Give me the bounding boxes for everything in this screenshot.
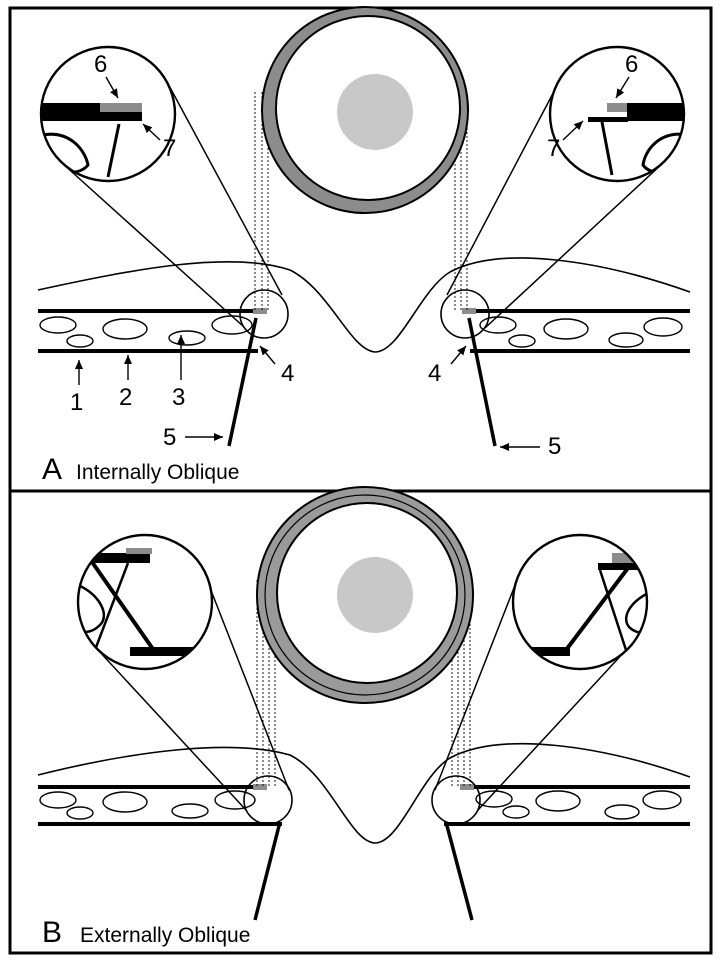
label-layer-1: 1	[70, 389, 83, 416]
panel-a: 1 2 3 4 4 5 5 6 7 6 7 A Internally Obliq…	[37, 6, 691, 486]
label-edge-right: 4	[428, 360, 441, 387]
edge-circle-right	[440, 289, 490, 339]
incision-right-b	[444, 821, 474, 921]
label-inset-right-6: 6	[625, 51, 638, 78]
label-edge-left: 4	[281, 360, 294, 387]
edge-circle-left-b	[243, 775, 293, 825]
donor-ring-top-view-b	[256, 486, 474, 704]
inset-right-b	[511, 533, 649, 671]
panel-b: B Externally Oblique	[37, 486, 691, 949]
label-inset-left-7: 7	[163, 135, 176, 162]
label-incision-left: 5	[163, 424, 176, 451]
cornea-layers-right	[462, 308, 690, 353]
label-inset-right-7: 7	[547, 135, 560, 162]
cornea-outline-b	[37, 742, 691, 844]
inset-left-b	[76, 533, 214, 671]
cornea-outline	[37, 257, 691, 353]
label-inset-left-6: 6	[94, 51, 107, 78]
panel-a-caption: Internally Oblique	[76, 461, 239, 484]
inset-right	[548, 45, 686, 183]
donor-ring-top-view	[261, 6, 469, 214]
cornea-layers-left	[38, 308, 267, 353]
incision-left-b	[253, 821, 282, 921]
panel-b-letter: B	[42, 916, 62, 949]
panel-b-caption: Externally Oblique	[80, 924, 250, 947]
label-layer-2: 2	[119, 384, 132, 411]
edge-circle-right-b	[431, 775, 481, 825]
cornea-layers-right-b	[444, 784, 690, 826]
label-layer-3: 3	[172, 384, 185, 411]
label-incision-right: 5	[548, 433, 561, 460]
inset-left	[39, 45, 177, 183]
panel-a-letter: A	[42, 453, 62, 486]
edge-circle-left	[239, 289, 289, 339]
incision-right	[467, 317, 497, 447]
cornea-layers-left-b	[38, 784, 282, 826]
incision-left	[227, 317, 258, 447]
